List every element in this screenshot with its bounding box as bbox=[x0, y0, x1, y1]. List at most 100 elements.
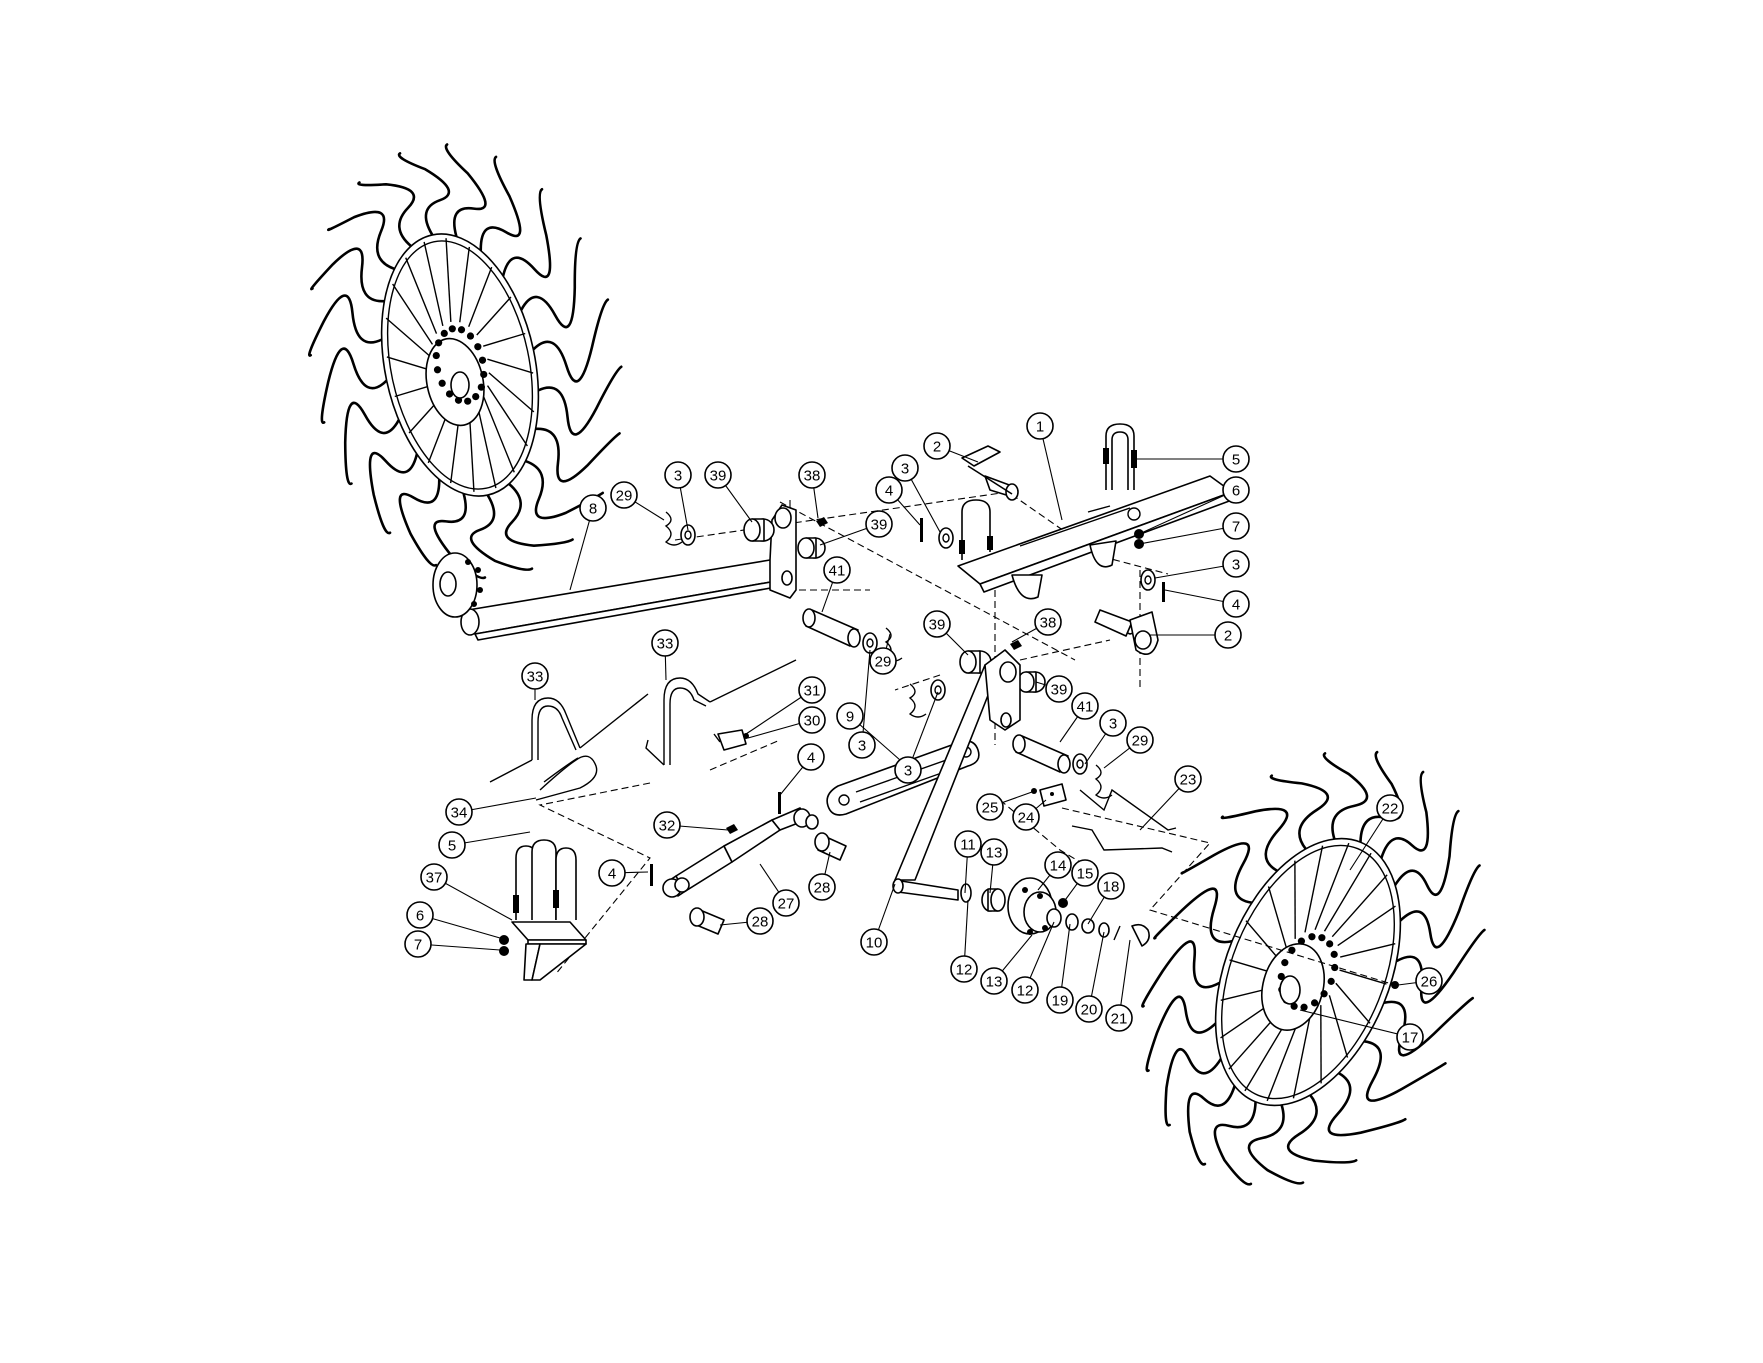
callout-28: 28 bbox=[808, 873, 836, 901]
hub-bolt bbox=[435, 339, 443, 347]
callout-leader bbox=[1138, 489, 1237, 535]
callout-circle bbox=[579, 494, 607, 522]
callout-38: 38 bbox=[798, 461, 826, 489]
wheel-tine bbox=[1382, 996, 1475, 1057]
callout-label: 30 bbox=[804, 713, 821, 730]
callout-circle bbox=[1222, 476, 1250, 504]
callout-circle bbox=[798, 706, 826, 734]
callout-circle bbox=[1045, 675, 1073, 703]
callout-label: 10 bbox=[866, 935, 883, 952]
callout-circle bbox=[1376, 794, 1404, 822]
callout-label: 28 bbox=[752, 914, 769, 931]
wheel-tine bbox=[1145, 995, 1217, 1073]
wheel-spoke bbox=[1340, 942, 1396, 958]
callout-label: 2 bbox=[1224, 628, 1232, 645]
hub-bolt bbox=[1310, 999, 1319, 1007]
callout-22: 22 bbox=[1376, 794, 1404, 822]
wheel-tine bbox=[1393, 809, 1460, 897]
wheel-tine bbox=[320, 347, 388, 424]
wheel-spoke bbox=[486, 385, 528, 447]
callout-circle bbox=[1396, 1023, 1424, 1051]
callout-13: 13 bbox=[980, 967, 1008, 995]
wheel-spoke bbox=[459, 246, 471, 323]
wheel-tine bbox=[1247, 1103, 1305, 1185]
callout-label: 23 bbox=[1180, 772, 1197, 789]
callout-33: 33 bbox=[651, 629, 679, 657]
callout-label: 41 bbox=[829, 563, 846, 580]
callout-20: 20 bbox=[1075, 995, 1103, 1023]
callout-circle bbox=[798, 461, 826, 489]
hub-bolt bbox=[1308, 933, 1316, 941]
callout-circle bbox=[1011, 976, 1039, 1004]
callout-37: 37 bbox=[420, 863, 448, 891]
wheel-spoke bbox=[1331, 874, 1388, 938]
callout-circle bbox=[651, 629, 679, 657]
callout-circle bbox=[923, 432, 951, 460]
callout-label: 39 bbox=[1051, 682, 1068, 699]
wheel-spoke bbox=[386, 356, 433, 372]
wheel-tine bbox=[397, 152, 451, 237]
wheel-tine bbox=[534, 427, 621, 483]
callout-label: 3 bbox=[1232, 557, 1240, 574]
callout-6: 6 bbox=[1222, 476, 1250, 504]
callout-circle bbox=[1099, 709, 1127, 737]
callout-3: 3 bbox=[894, 756, 922, 784]
callout-3: 3 bbox=[664, 461, 692, 489]
hydraulic-hose-33-center bbox=[645, 659, 797, 766]
callout-circle bbox=[836, 702, 864, 730]
bushing-39-a bbox=[743, 518, 775, 542]
hub-bolt bbox=[1297, 937, 1306, 945]
callout-circle bbox=[869, 647, 897, 675]
u-bolt-frame bbox=[959, 499, 993, 560]
callout-label: 13 bbox=[986, 974, 1003, 991]
callout-label: 7 bbox=[1232, 519, 1240, 536]
callout-1: 1 bbox=[1026, 412, 1054, 440]
callout-circle bbox=[891, 454, 919, 482]
callout-circle bbox=[1222, 550, 1250, 578]
wheel-tine bbox=[1220, 807, 1289, 873]
wheel-spoke bbox=[483, 332, 526, 347]
callout-label: 6 bbox=[416, 908, 424, 925]
callout-2: 2 bbox=[923, 432, 951, 460]
hub-bolt bbox=[1331, 963, 1339, 972]
callout-circle bbox=[923, 610, 951, 638]
callout-label: 41 bbox=[1077, 699, 1094, 716]
wheel-tine bbox=[1164, 1047, 1223, 1127]
rake-wheel-left bbox=[308, 143, 623, 580]
callout-leader bbox=[1138, 525, 1237, 545]
callout-leader bbox=[1299, 1009, 1411, 1038]
callout-label: 27 bbox=[778, 896, 795, 913]
callout-label: 1 bbox=[1036, 419, 1044, 436]
callout-32: 32 bbox=[653, 811, 681, 839]
fitting-31-30 bbox=[713, 729, 749, 751]
callout-circle bbox=[1071, 692, 1099, 720]
callout-circle bbox=[1026, 412, 1054, 440]
clevis-pin-28-a bbox=[814, 832, 847, 861]
callout-17: 17 bbox=[1396, 1023, 1424, 1051]
wheel-tine bbox=[1362, 1040, 1447, 1102]
callout-label: 17 bbox=[1402, 1030, 1419, 1047]
wheel-tine bbox=[469, 493, 534, 571]
callout-label: 12 bbox=[1017, 983, 1034, 1000]
callout-39: 39 bbox=[923, 610, 951, 638]
callout-label: 14 bbox=[1050, 858, 1067, 875]
callout-label: 28 bbox=[814, 880, 831, 897]
callout-label: 6 bbox=[1232, 483, 1240, 500]
callout-31: 31 bbox=[798, 676, 826, 704]
callout-label: 4 bbox=[807, 750, 815, 767]
callout-label: 31 bbox=[804, 683, 821, 700]
callout-circle bbox=[894, 756, 922, 784]
rake-wheel-right bbox=[1141, 750, 1486, 1186]
callout-label: 5 bbox=[1232, 452, 1240, 469]
wheel-tine bbox=[1327, 1071, 1407, 1137]
callout-34: 34 bbox=[445, 798, 473, 826]
callout-label: 3 bbox=[674, 468, 682, 485]
callout-circle bbox=[1075, 995, 1103, 1023]
callout-leader bbox=[419, 914, 501, 939]
callout-33: 33 bbox=[521, 662, 549, 690]
callout-circle bbox=[772, 889, 800, 917]
callout-label: 33 bbox=[527, 669, 544, 686]
wheel-spoke bbox=[385, 317, 432, 358]
hub-bolt bbox=[466, 332, 475, 340]
wheel-tine bbox=[343, 401, 401, 486]
